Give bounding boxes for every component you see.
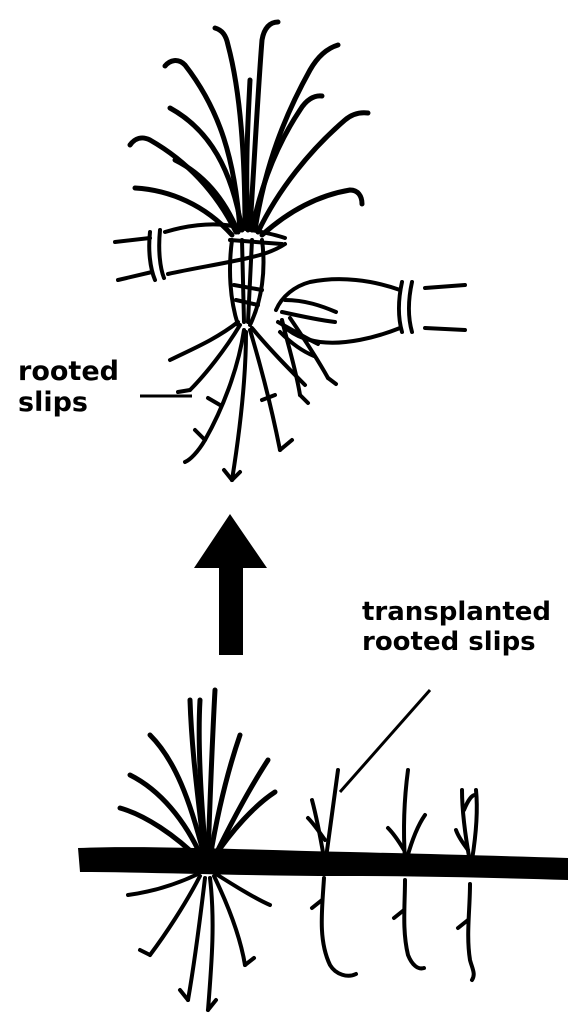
roots-top (170, 322, 305, 480)
up-arrow-icon (194, 514, 267, 655)
grass-leaves-top (130, 22, 368, 235)
clump-stems (230, 240, 264, 325)
transplanted-label-line1: transplanted (362, 598, 551, 628)
transplanted-slips-leader (340, 690, 430, 792)
rooted-slips-label: rooted slips (18, 356, 119, 418)
transplanted-rooted-slips-label: transplanted rooted slips (362, 598, 551, 658)
parent-roots (128, 874, 270, 1010)
rooted-slips-label-line1: rooted (18, 356, 119, 387)
grass-clump-top (115, 22, 465, 480)
rooted-slips-label-line2: slips (18, 387, 119, 418)
left-hand (115, 224, 285, 280)
parent-leaves (120, 690, 275, 860)
transplanted-label-line2: rooted slips (362, 628, 551, 658)
transplanted-slip-3 (456, 790, 477, 980)
